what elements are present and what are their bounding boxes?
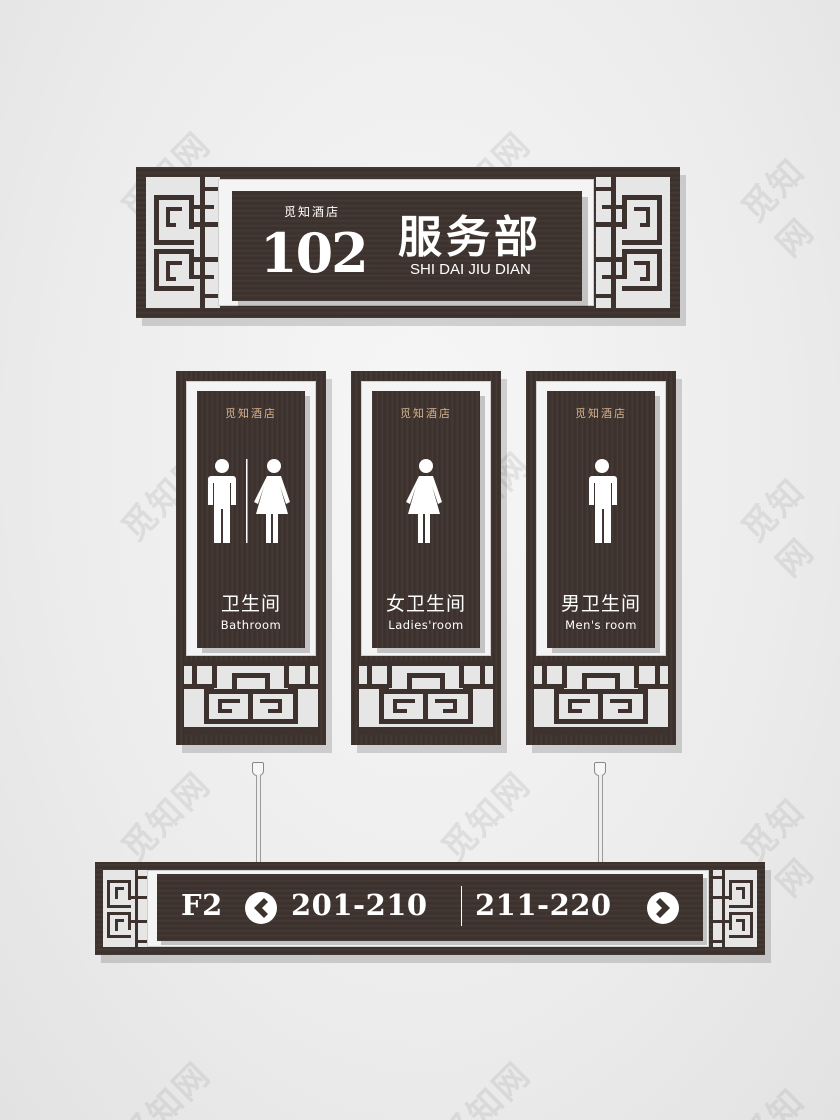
- sign-subtitle: Bathroom: [220, 618, 282, 632]
- fret-pattern-right: [596, 177, 670, 308]
- sign-panel: 觅知酒店 102 服务部 SHI DAI JIU DIAN: [232, 191, 582, 301]
- ceiling-clip: [594, 762, 606, 776]
- watermark: 觅知网: [434, 764, 539, 870]
- right-room-range: 211-220: [475, 888, 612, 922]
- left-room-range: 201-210: [291, 888, 428, 922]
- male-female-icon: [207, 457, 295, 551]
- watermark: 觅知网: [434, 1054, 539, 1120]
- sign-panel: F2 201-210 211-220: [157, 874, 703, 941]
- hotel-name: 觅知酒店: [284, 205, 341, 219]
- hotel-name: 觅知酒店: [225, 407, 277, 420]
- floor-label: F2: [181, 888, 223, 922]
- arrow-left-icon: [245, 892, 277, 924]
- fret-pattern-left: [103, 870, 147, 947]
- hanging-rod: [598, 775, 603, 863]
- sign-panel: 觅知酒店 女卫生间 Ladies'room: [372, 391, 480, 648]
- sign-title: 卫生间: [220, 593, 281, 615]
- fret-pattern-bottom: [184, 661, 318, 735]
- sign-title: 男卫生间: [560, 593, 641, 615]
- sign-panel: 觅知酒店 卫生间 Bathroom: [197, 391, 305, 648]
- room-number: 102: [260, 221, 369, 285]
- female-icon: [406, 457, 446, 551]
- hotel-name: 觅知酒店: [575, 407, 627, 420]
- sign-subtitle: Ladies'room: [388, 618, 464, 632]
- watermark: 觅知网: [114, 764, 219, 870]
- fret-pattern-left: [146, 177, 220, 308]
- arrow-right-icon: [647, 892, 679, 924]
- restroom-sign-unisex: 觅知酒店 卫生间 Bathroom: [176, 371, 326, 745]
- fret-pattern-right: [713, 870, 757, 947]
- watermark: 觅知网: [729, 1063, 840, 1120]
- sign-panel: 觅知酒店 男卫生间 Men's room: [547, 391, 655, 648]
- watermark: 觅知网: [734, 150, 823, 265]
- ceiling-clip: [252, 762, 264, 776]
- pinyin-subtitle: SHI DAI JIU DIAN: [410, 261, 531, 278]
- male-icon: [586, 457, 618, 551]
- fret-pattern-bottom: [359, 661, 493, 735]
- department-title: 服务部: [398, 212, 542, 263]
- hanging-rod: [256, 775, 261, 863]
- department-door-sign: 觅知酒店 102 服务部 SHI DAI JIU DIAN: [136, 167, 680, 318]
- watermark: 觅知网: [114, 1054, 219, 1120]
- hotel-name: 觅知酒店: [400, 407, 452, 420]
- restroom-sign-ladies: 觅知酒店 女卫生间 Ladies'room: [351, 371, 501, 745]
- divider: [461, 886, 462, 926]
- watermark: 觅知网: [734, 470, 823, 585]
- fret-pattern-bottom: [534, 661, 668, 735]
- sign-title: 女卫生间: [385, 593, 466, 615]
- direction-sign: F2 201-210 211-220: [95, 862, 765, 955]
- sign-subtitle: Men's room: [565, 618, 637, 632]
- restroom-sign-men: 觅知酒店 男卫生间 Men's room: [526, 371, 676, 745]
